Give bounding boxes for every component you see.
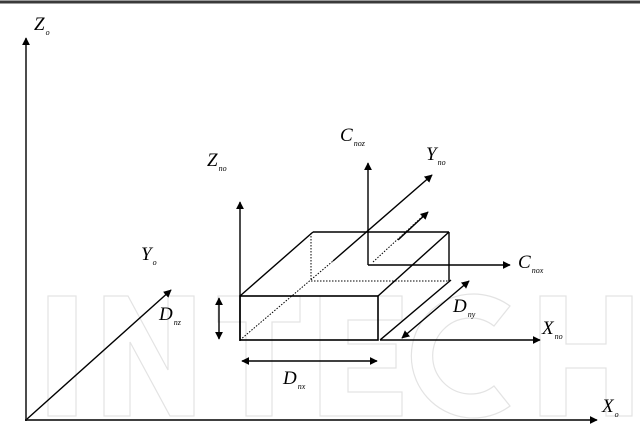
label-z-no: Zno bbox=[207, 150, 227, 173]
label-d-ny: Dny bbox=[453, 296, 476, 319]
label-z-o: Zo bbox=[34, 14, 50, 37]
label-y-o: Yo bbox=[141, 244, 157, 267]
label-c-noz: Cnoz bbox=[340, 125, 365, 148]
y-no-axis-dotted bbox=[239, 260, 334, 341]
label-x-o: Xo bbox=[602, 396, 619, 419]
d-ny-arrow bbox=[401, 280, 470, 339]
block bbox=[239, 231, 452, 341]
c-noy-arrow-solid bbox=[397, 211, 429, 241]
watermark bbox=[47, 293, 633, 419]
label-d-nx: Dnx bbox=[283, 368, 306, 391]
label-x-no: Xno bbox=[542, 318, 563, 341]
label-c-nox: Cnox bbox=[518, 252, 544, 275]
y-o-axis bbox=[26, 289, 172, 420]
label-d-nz: Dnz bbox=[159, 304, 181, 327]
y-no-axis bbox=[332, 174, 433, 262]
label-y-no: Yno bbox=[426, 144, 446, 167]
